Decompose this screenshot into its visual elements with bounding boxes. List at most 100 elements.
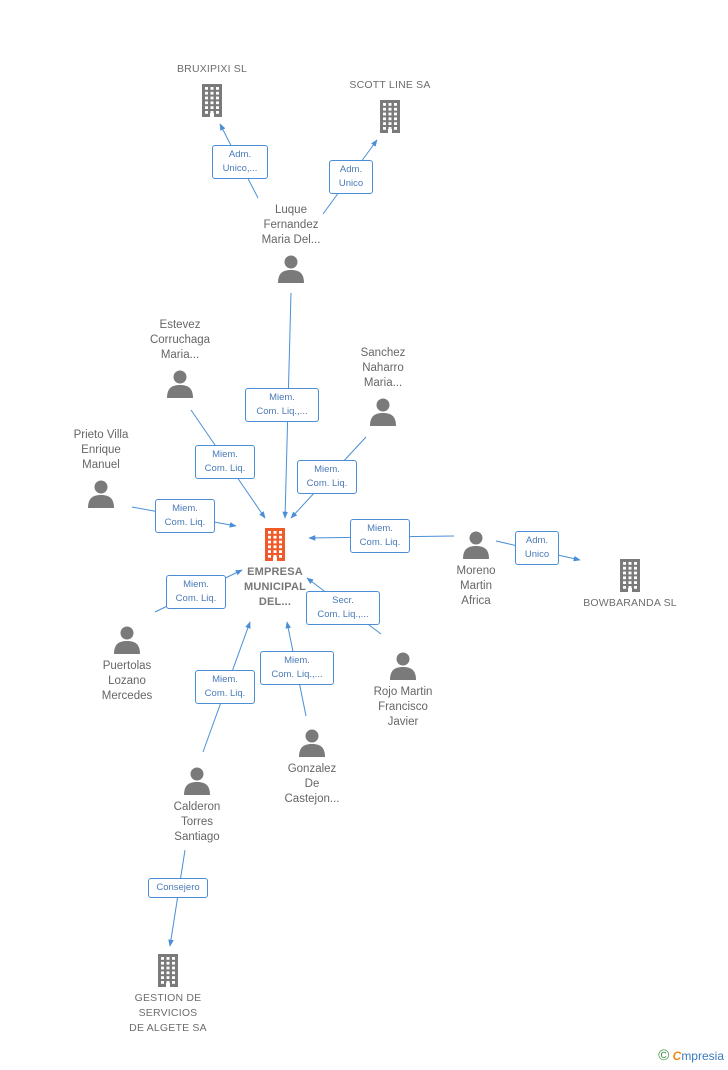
person-icon — [390, 652, 416, 680]
person-icon — [88, 480, 114, 508]
company-node-scottline[interactable]: SCOTT LINE SA — [330, 78, 450, 133]
relation-label-estevez-main[interactable]: Miem. Com. Liq. — [195, 445, 255, 479]
node-label-line: Lozano — [108, 675, 146, 687]
node-label-line: GESTION DE — [134, 992, 202, 1004]
person-icon — [167, 370, 193, 398]
relation-label-line: Com. Liq. — [359, 537, 401, 548]
node-label-line: BRUXIPIXI SL — [176, 63, 248, 75]
node-label-line: Gonzalez — [287, 763, 337, 775]
node-label-line: Martin — [460, 580, 492, 592]
node-label-line: Fernandez — [263, 219, 319, 231]
relation-label-line: Com. Liq. — [164, 517, 206, 528]
relation-label-calderon-gestion[interactable]: Consejero — [148, 878, 208, 898]
node-label-line: Francisco — [378, 701, 428, 713]
empresia-watermark: © Cmpresia — [658, 1047, 724, 1064]
node-label-line: DE ALGETE SA — [129, 1022, 207, 1034]
node-label-line: Estevez — [159, 319, 201, 331]
copyright-icon: © — [658, 1047, 670, 1064]
node-label-line: Naharro — [362, 362, 404, 374]
node-label-line: Corruchaga — [149, 334, 211, 346]
relation-label-line: Miem. — [212, 449, 238, 460]
node-label-line: Moreno — [456, 565, 496, 577]
relation-label-line: Secr. — [332, 595, 354, 606]
node-label: SCOTT LINE SA — [330, 78, 450, 93]
node-label-line: Maria... — [160, 349, 200, 361]
relation-label-puertolas-main[interactable]: Miem.Com. Liq. — [166, 575, 226, 609]
relation-label-line: Miem. — [367, 523, 393, 534]
node-label-line: MUNICIPAL — [243, 581, 307, 593]
relation-label-calderon-main[interactable]: Miem. Com. Liq. — [195, 670, 255, 704]
node-label-line: SCOTT LINE SA — [349, 79, 431, 91]
building-icon — [620, 559, 640, 592]
person-icon — [184, 767, 210, 795]
relation-label-luque-main[interactable]: Miem.Com. Liq.,... — [245, 388, 319, 422]
node-label: BOWBARANDA SL — [570, 596, 690, 611]
relation-label-prieto-main[interactable]: Miem. Com. Liq. — [155, 499, 215, 533]
node-label-line: Rojo Martin — [373, 686, 433, 698]
node-label-line: Castejon... — [284, 793, 340, 805]
person-icon — [114, 626, 140, 654]
person-icon — [463, 531, 489, 559]
relation-label-rojo-main[interactable]: Secr.Com. Liq.,... — [306, 591, 380, 625]
relation-label-line: Miem. — [314, 464, 340, 475]
node-label: BRUXIPIXI SL — [152, 62, 272, 77]
node-label-line: BOWBARANDA SL — [583, 597, 677, 609]
relation-label-line: Adm. — [228, 149, 252, 160]
person-icon — [299, 729, 325, 757]
company-node-bowbaranda[interactable]: BOWBARANDA SL — [570, 558, 690, 611]
node-label-line: Enrique — [81, 444, 121, 456]
node-label-line: EMPRESA — [247, 566, 303, 578]
node-label-line: Luque — [275, 204, 307, 216]
node-label-line: Sanchez — [360, 347, 406, 359]
relation-label-line: Miem. — [212, 674, 238, 685]
relation-label-luque-bruxipixi[interactable]: Adm.Unico,... — [212, 145, 268, 179]
building-icon — [380, 100, 400, 133]
relation-label-moreno-main[interactable]: Miem. Com. Liq. — [350, 519, 410, 553]
relation-label-luque-scottline[interactable]: Adm.Unico — [329, 160, 373, 194]
building-icon — [202, 84, 222, 117]
node-label-line: Maria... — [363, 377, 403, 389]
brand-name: mpresia — [681, 1049, 724, 1063]
building-icon — [158, 954, 178, 987]
relation-label-sanchez-main[interactable]: Miem. Com. Liq. — [297, 460, 357, 494]
relation-label-line: Com. Liq. — [204, 463, 246, 474]
company-node-bruxipixi[interactable]: BRUXIPIXI SL — [152, 62, 272, 117]
relation-label-line: Consejero — [156, 882, 200, 893]
relation-label-line: Com. Liq. — [175, 593, 217, 604]
node-label-line: Puertolas — [102, 660, 152, 672]
person-icon — [278, 255, 304, 283]
node-label-line: Mercedes — [101, 690, 153, 702]
node-label-line: Maria Del... — [261, 234, 321, 246]
edge-calderon-gestion — [168, 849, 186, 947]
relation-label-moreno-bowbaranda[interactable]: Adm.Unico — [515, 531, 559, 565]
relation-label-line: Unico — [338, 178, 364, 189]
relation-label-gonzalez-main[interactable]: Miem. Com. Liq.,... — [260, 651, 334, 685]
relation-label-line: Com. Liq. — [204, 688, 246, 699]
relation-label-line: Miem. — [269, 392, 295, 403]
relation-label-line: Com. Liq.,... — [271, 669, 323, 680]
relation-label-line: Miem. — [172, 503, 198, 514]
node-label-line: Africa — [461, 595, 491, 607]
relation-label-line: Com. Liq. — [306, 478, 348, 489]
node-label-line: Manuel — [82, 459, 120, 471]
relation-label-line: Miem. — [284, 655, 310, 666]
